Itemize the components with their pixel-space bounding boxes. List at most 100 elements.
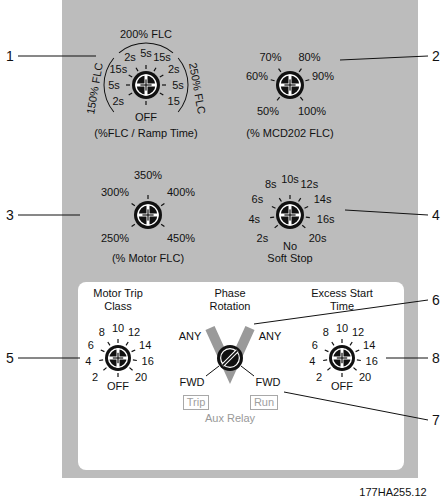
callout-number: 1 — [6, 48, 14, 64]
rotary-knob — [105, 345, 131, 371]
tick-mark — [332, 342, 334, 345]
rotary-knob — [276, 201, 304, 229]
leader-line — [345, 210, 428, 215]
scale-label: 50% — [257, 105, 279, 118]
rotary-knob — [134, 201, 162, 229]
tick-mark — [275, 225, 278, 228]
tick-mark — [279, 198, 281, 201]
scale-label: 16 — [366, 355, 378, 368]
tick-mark — [132, 204, 135, 206]
callout-number: 8 — [432, 350, 440, 366]
tick-mark — [353, 368, 356, 371]
scale-label: OFF — [135, 111, 157, 124]
tick-mark — [162, 84, 166, 85]
scale-label: 2 — [92, 371, 98, 384]
scale-label: Excess Start Time — [310, 287, 374, 313]
phase-band — [210, 328, 250, 372]
scale-label: No — [283, 240, 297, 253]
leader-line — [340, 56, 428, 60]
scale-label: 2s — [257, 232, 269, 245]
tick-mark — [327, 368, 330, 371]
rotary-knob — [329, 345, 355, 371]
tick-mark — [147, 195, 148, 199]
tick-mark — [154, 68, 156, 71]
scale-label: ANY — [259, 330, 282, 343]
scale-label: 20s — [309, 232, 327, 245]
scale-label: 60% — [246, 70, 268, 83]
scale-label: (% MCD202 FLC) — [246, 127, 333, 140]
scale-label: 4 — [309, 355, 315, 368]
dials — [99, 43, 361, 377]
scale-label: 300% — [101, 186, 129, 199]
tick-mark — [306, 216, 310, 218]
callout-number: 2 — [432, 48, 440, 64]
leader-line — [386, 358, 428, 359]
scale-label: 5s — [108, 79, 120, 92]
scale-label: 14 — [363, 339, 375, 352]
scale-label: 10s — [281, 173, 299, 186]
scale-label: 4s — [248, 213, 260, 226]
scale-label: 12 — [128, 326, 140, 339]
grey-panel — [62, 0, 418, 478]
scale-label: 16s — [317, 213, 335, 226]
scale-label: 2 — [316, 371, 322, 384]
relay-label: Trip — [187, 396, 206, 409]
scale-label: 177HA255.12 — [359, 486, 426, 499]
scale-label: 200% FLC — [120, 28, 172, 41]
scale-label: 14 — [139, 339, 151, 352]
tick-mark — [277, 97, 280, 100]
tick-mark — [299, 198, 301, 201]
scale-label: 450% — [167, 232, 195, 245]
leader-line — [18, 358, 80, 359]
scale-label: 100% — [298, 105, 326, 118]
tick-mark — [302, 225, 305, 228]
tick-mark — [161, 204, 164, 206]
scale-label: 5s — [172, 79, 184, 92]
scale-label: 10 — [112, 322, 124, 335]
tick-mark — [341, 373, 342, 377]
leader-line — [18, 56, 96, 57]
tick-mark — [289, 195, 290, 199]
scale-label: Phase Rotation — [198, 287, 262, 313]
tick-mark — [300, 97, 303, 100]
tick-mark — [160, 75, 163, 77]
scale-label: 2s — [112, 95, 124, 108]
scale-label: FWD — [179, 376, 204, 389]
scale-label: (%FLC / Ramp Time) — [94, 127, 197, 140]
tick-mark — [270, 216, 274, 218]
scale-label: 6 — [312, 339, 318, 352]
scale-label: 10 — [336, 322, 348, 335]
callout-number: 3 — [6, 207, 14, 223]
tick-mark — [305, 207, 309, 209]
scale-label: 8s — [265, 178, 277, 191]
rotary-knob — [132, 71, 160, 99]
tick-mark — [299, 69, 301, 72]
tick-mark — [101, 350, 105, 352]
scale-label: 8 — [323, 326, 329, 339]
tick-mark — [279, 69, 281, 72]
tick-mark — [132, 350, 136, 352]
scale-label: 15s — [153, 51, 171, 64]
relay-label: Run — [254, 396, 274, 409]
callout-number: 5 — [6, 350, 14, 366]
tick-mark — [325, 350, 329, 352]
scale-label: 14s — [314, 193, 332, 206]
leader-lines — [18, 56, 428, 420]
scale-label: 15s — [109, 63, 127, 76]
scale-label: 15 — [168, 95, 180, 108]
leader-line — [284, 392, 428, 420]
scale-label: OFF — [331, 380, 353, 393]
tick-mark — [132, 224, 135, 226]
scale-label: 20 — [135, 371, 147, 384]
scale-label: 2s — [124, 51, 136, 64]
tick-mark — [99, 359, 103, 361]
scale-label: 8 — [99, 326, 105, 339]
scale-label: 6s — [252, 193, 264, 206]
scale-label: 350% — [134, 169, 162, 182]
rotary-knob — [276, 71, 304, 99]
leader-line — [18, 215, 80, 216]
tick-mark — [341, 339, 342, 343]
callout-number: 6 — [432, 292, 440, 308]
scale-label: 5s — [140, 47, 152, 60]
tick-mark — [305, 80, 309, 81]
